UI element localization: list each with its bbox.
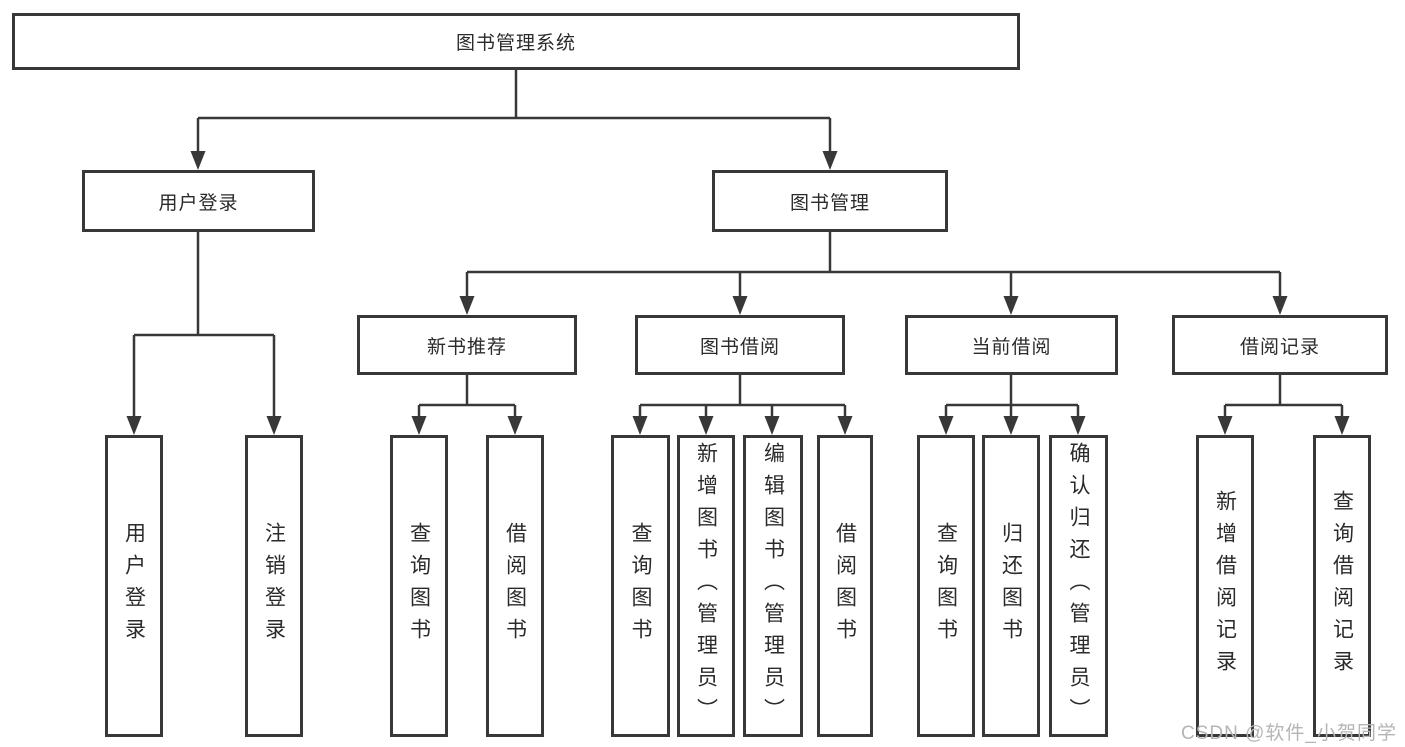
node-leaf-query-books-1: 查询图书: [390, 435, 448, 737]
node-label: 新增图书（管理员）: [694, 442, 718, 730]
node-label: 查询借阅记录: [1330, 490, 1354, 682]
node-label: 用户登录: [122, 522, 146, 650]
node-label: 查询图书: [934, 522, 958, 650]
node-label: 新书推荐: [426, 336, 507, 358]
node-leaf-user-login: 用户登录: [105, 435, 163, 737]
node-label: 确认归还（管理员）: [1067, 442, 1090, 730]
node-book-borrow: 图书借阅: [635, 315, 845, 375]
node-leaf-borrow-books-2: 借阅图书: [817, 435, 873, 737]
node-leaf-edit-book-admin: 编辑图书（管理员）: [743, 435, 803, 737]
node-leaf-add-book-admin: 新增图书（管理员）: [677, 435, 735, 737]
node-label: 查询图书: [407, 522, 431, 650]
node-label: 编辑图书（管理员）: [761, 442, 785, 730]
node-library-system: 图书管理系统: [12, 13, 1020, 70]
node-label: 注销登录: [262, 522, 286, 650]
node-label: 查询图书: [629, 522, 652, 650]
node-leaf-query-borrow-record: 查询借阅记录: [1313, 435, 1371, 737]
node-borrow-records: 借阅记录: [1172, 315, 1388, 375]
node-label: 借阅图书: [503, 522, 527, 650]
node-user-login: 用户登录: [82, 170, 315, 232]
node-label: 图书借阅: [699, 336, 780, 358]
node-label: 图书管理: [789, 192, 870, 214]
watermark: CSDN @软件_小贺同学: [1181, 723, 1397, 744]
node-label: 借阅记录: [1239, 336, 1320, 358]
node-leaf-query-books-3: 查询图书: [917, 435, 975, 737]
node-new-book-recommend: 新书推荐: [357, 315, 577, 375]
node-leaf-return-book: 归还图书: [982, 435, 1040, 737]
node-leaf-logout: 注销登录: [245, 435, 303, 737]
node-label: 归还图书: [999, 522, 1023, 650]
node-label: 新增借阅记录: [1213, 490, 1237, 682]
node-label: 借阅图书: [833, 522, 857, 650]
node-label: 图书管理系统: [455, 33, 576, 54]
node-label: 用户登录: [158, 192, 239, 214]
node-leaf-query-books-2: 查询图书: [611, 435, 670, 737]
node-leaf-confirm-return-admin: 确认归还（管理员）: [1049, 435, 1108, 737]
node-book-management: 图书管理: [712, 170, 948, 232]
node-leaf-add-borrow-record: 新增借阅记录: [1196, 435, 1254, 737]
node-leaf-borrow-books-1: 借阅图书: [486, 435, 544, 737]
node-current-borrow: 当前借阅: [905, 315, 1118, 375]
arrowhead-icon: [126, 151, 1350, 435]
node-label: 当前借阅: [971, 336, 1052, 358]
